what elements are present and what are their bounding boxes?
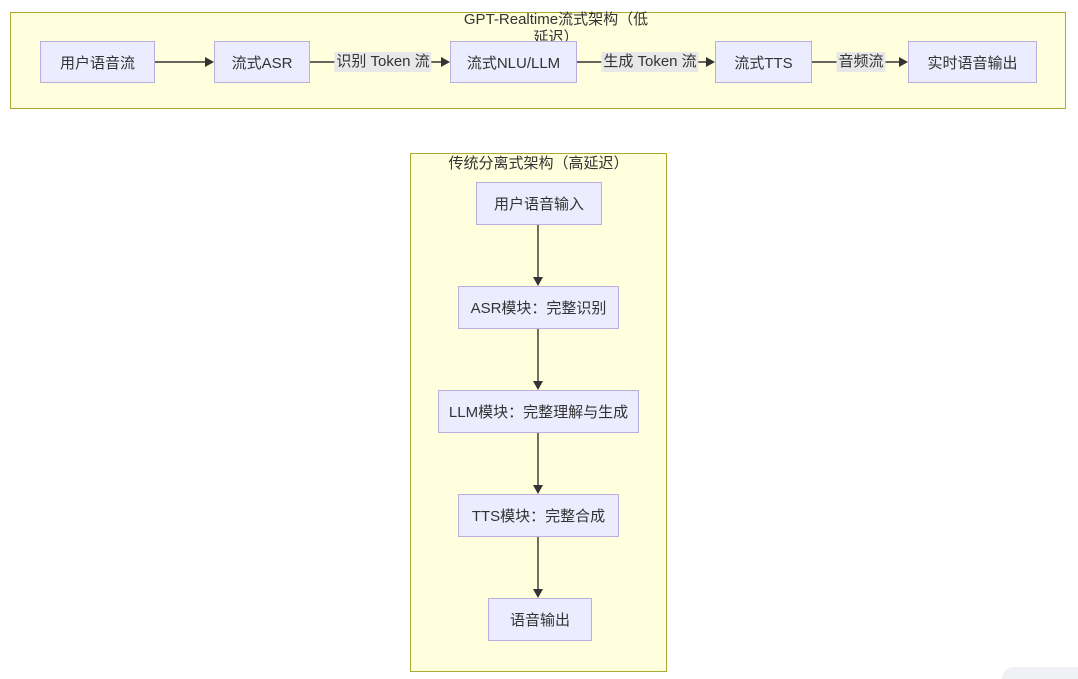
- node-llm-module: LLM模块：完整理解与生成: [438, 390, 639, 433]
- cluster-traditional-title: 传统分离式架构（高延迟）: [448, 155, 629, 172]
- cluster-streaming-title-line1: GPT-Realtime流式架构（低: [463, 11, 649, 28]
- edge-label-recognized-token-stream: 识别 Token 流: [334, 52, 432, 72]
- node-streaming-nlu-llm: 流式NLU/LLM: [450, 41, 577, 83]
- edge-label-generated-token-stream: 生成 Token 流: [601, 52, 699, 72]
- node-user-voice-input: 用户语音输入: [476, 182, 602, 225]
- edge-label-audio-stream: 音频流: [836, 52, 886, 72]
- node-streaming-asr: 流式ASR: [214, 41, 310, 83]
- node-streaming-tts: 流式TTS: [715, 41, 812, 83]
- node-voice-output: 语音输出: [488, 598, 592, 641]
- node-user-voice-stream: 用户语音流: [40, 41, 155, 83]
- node-realtime-voice-output: 实时语音输出: [908, 41, 1037, 83]
- node-tts-module: TTS模块：完整合成: [458, 494, 619, 537]
- node-asr-module: ASR模块：完整识别: [458, 286, 619, 329]
- corner-overlay: [1002, 667, 1078, 679]
